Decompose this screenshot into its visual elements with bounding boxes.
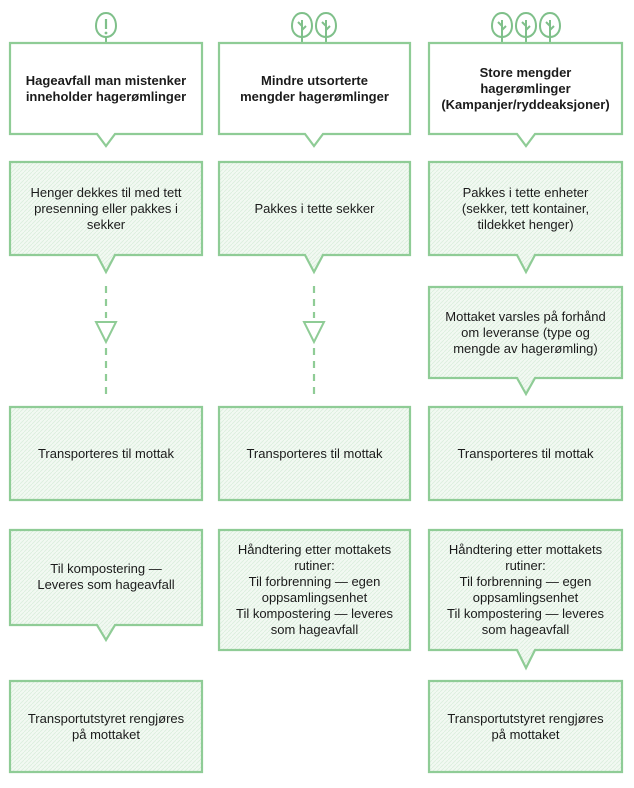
step-label-1-3: Til kompostering — Leveres som hageavfal… [37, 561, 175, 592]
column-2-icons [290, 11, 338, 42]
step-box-1-4 [8, 679, 204, 774]
step-box-3-1 [427, 160, 624, 275]
arrow-down-icon [302, 321, 326, 345]
step-label-2-3: Håndtering etter mottakets rutiner: Til … [235, 542, 393, 637]
exclamation-tree-icon [94, 11, 118, 42]
tree-icon [290, 11, 314, 42]
header-label-1: Hageavfall man mistenker inneholder hage… [25, 73, 187, 104]
tree-icon [538, 11, 562, 42]
step-box-3-5 [427, 679, 624, 774]
header-box-1 [8, 41, 204, 148]
step-box-3-4 [427, 528, 624, 671]
step-label-3-2: Mottaket varsles på forhånd om leveranse… [445, 309, 606, 356]
step-label-2-2: Transporteres til mottak [246, 445, 383, 461]
step-label-3-3: Transporteres til mottak [457, 445, 594, 461]
tree-icon [514, 11, 538, 42]
step-label-3-4: Håndtering etter mottakets rutiner: Til … [446, 542, 604, 637]
tree-icon [314, 11, 338, 42]
step-label-1-4: Transportutstyret rengjøres på mottaket [27, 710, 185, 742]
step-box-1-3 [8, 528, 204, 643]
tree-icon [490, 11, 514, 42]
header-box-3 [427, 41, 624, 148]
step-box-2-3 [217, 528, 412, 652]
step-box-1-2 [8, 405, 204, 502]
column-3-icons [490, 11, 562, 42]
header-label-2: Mindre utsorterte mengder hagerømlinger [240, 73, 389, 104]
step-box-3-2 [427, 285, 624, 397]
step-label-1-1: Henger dekkes til med tett presenning el… [30, 185, 182, 232]
step-label-2-1: Pakkes i tette sekker [254, 201, 375, 216]
step-label-1-2: Transporteres til mottak [37, 445, 175, 461]
step-label-3-5: Transportutstyret rengjøres på mottaket [447, 710, 604, 742]
step-label-3-1: Pakkes i tette enheter (sekker, tett kon… [461, 185, 590, 232]
arrow-down-icon [94, 321, 118, 345]
step-box-3-3 [427, 405, 624, 502]
step-box-2-2 [217, 405, 412, 502]
header-box-2 [217, 41, 412, 148]
header-label-3: Store mengder hagerømlinger (Kampanjer/r… [441, 65, 610, 112]
step-box-2-1 [217, 160, 412, 275]
column-1-icons [94, 11, 118, 42]
step-box-1-1 [8, 160, 204, 275]
